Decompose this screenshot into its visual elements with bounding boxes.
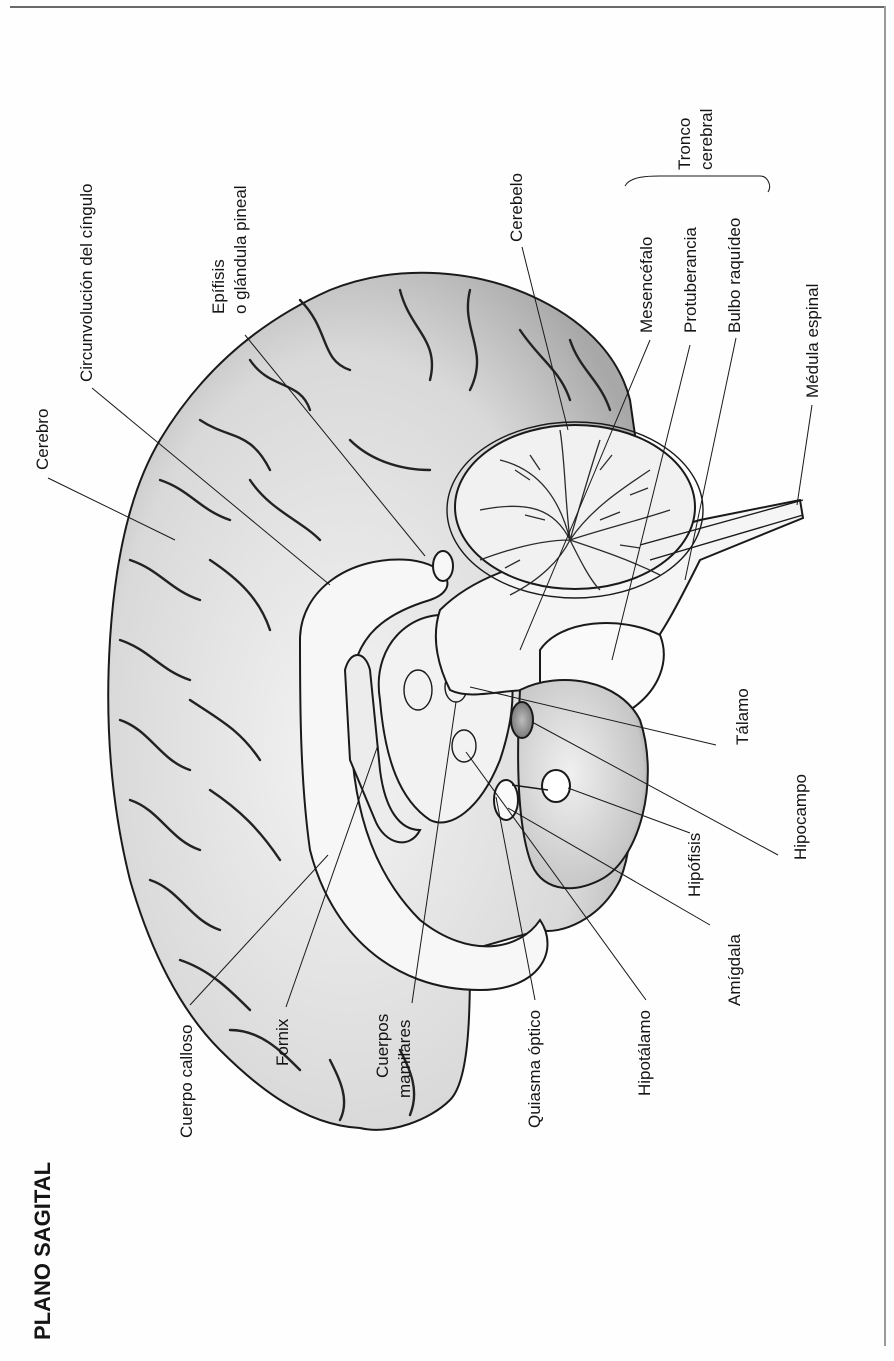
pineal-shape (433, 551, 453, 581)
label-cuerpo-calloso: Cuerpo calloso (177, 1025, 196, 1138)
brain-illustration (108, 273, 803, 1130)
label-hipocampo: Hipocampo (791, 774, 810, 860)
label-protuberancia: Protuberancia (681, 227, 700, 333)
label-cuerpos-line1: Cuerpos (373, 1014, 392, 1078)
label-amigdala: Amígdala (725, 934, 744, 1006)
label-medula: Médula espinal (803, 284, 822, 398)
label-quiasma: Quiasma óptico (525, 1010, 544, 1128)
label-mesencefalo: Mesencéfalo (637, 237, 656, 333)
label-tronco-line2: cerebral (697, 109, 716, 170)
label-cuerpos-line2: mamilares (395, 1020, 414, 1098)
label-fornix: Fornix (273, 1018, 292, 1066)
label-epifisis-line2: o glándula pineal (231, 185, 250, 314)
label-hipofisis: Hipófisis (685, 833, 704, 897)
label-circunvolucion: Circunvolución del cíngulo (77, 184, 96, 382)
label-bulbo: Bulbo raquídeo (725, 218, 744, 333)
pituitary-shape (542, 770, 570, 802)
label-cerebro: Cerebro (33, 409, 52, 470)
label-hipotalamo: Hipotálamo (635, 1010, 654, 1096)
label-cerebelo: Cerebelo (507, 173, 526, 242)
hippocampus-shape (511, 702, 533, 738)
cerebellum-shape (455, 425, 695, 589)
label-talamo: Tálamo (733, 688, 752, 745)
label-title: PLANO SAGITAL (30, 1162, 55, 1340)
label-tronco-line1: Tronco (675, 118, 694, 170)
temporal-lobe-shape (518, 680, 648, 888)
label-epifisis-line1: Epífisis (209, 259, 228, 314)
